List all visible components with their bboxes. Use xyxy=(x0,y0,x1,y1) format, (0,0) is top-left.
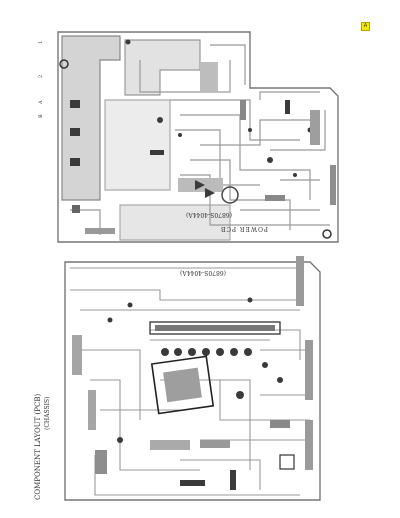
power-pcb-components xyxy=(59,39,336,239)
margin-label: A xyxy=(38,100,44,104)
margin-label: 1 xyxy=(38,40,44,44)
main-pcb-components xyxy=(72,256,313,490)
sheet-ref: (CHASSIS) xyxy=(44,396,51,430)
power-pcb-label: POWER PCB xyxy=(220,225,268,232)
margin-label: 2 xyxy=(38,74,44,78)
power-pcb-part-number: (6870S-4044A) xyxy=(186,211,232,218)
corner-badge: A xyxy=(361,22,370,31)
main-pcb-part-number: (6870S-4044A) xyxy=(180,269,226,276)
page-title: COMPONENT LAYOUT (PCB) xyxy=(34,393,42,500)
margin-label: B xyxy=(38,114,44,118)
power-pcb-board xyxy=(57,31,339,243)
